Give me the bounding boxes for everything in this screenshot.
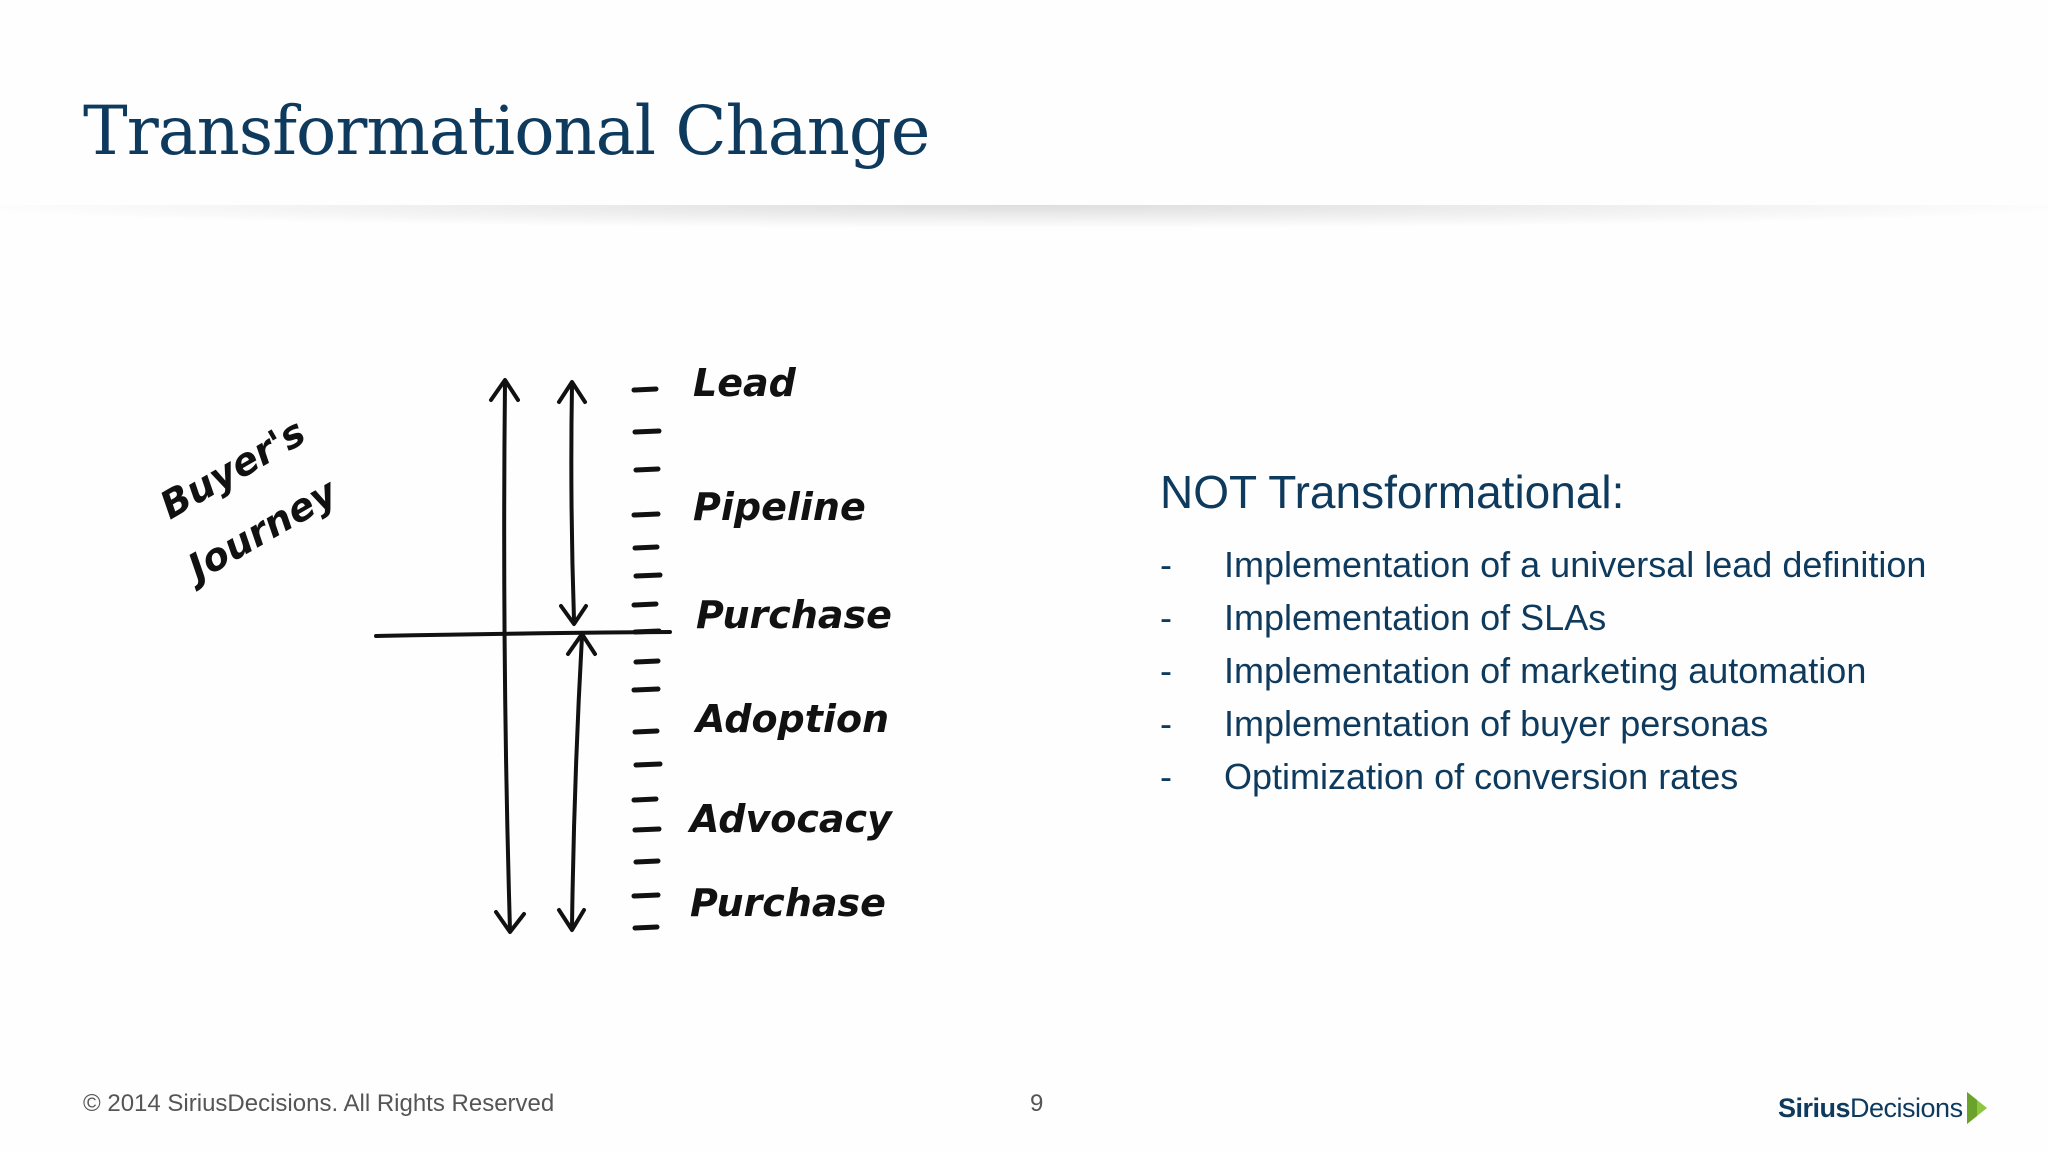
bullet-marker: - bbox=[1160, 756, 1172, 797]
tick-marks bbox=[631, 386, 663, 931]
tick-mark bbox=[633, 572, 663, 579]
tick-mark bbox=[632, 728, 660, 735]
tick-mark bbox=[633, 658, 661, 665]
list-item: - Implementation of marketing automation bbox=[1160, 644, 2020, 697]
bullet-marker: - bbox=[1160, 703, 1172, 744]
bullet-marker: - bbox=[1160, 597, 1172, 638]
tick-mark bbox=[631, 686, 661, 693]
bullet-text: Implementation of marketing automation bbox=[1224, 650, 1867, 691]
not-transformational-panel: NOT Transformational: - Implementation o… bbox=[1160, 464, 2020, 803]
list-item: - Implementation of a universal lead def… bbox=[1160, 538, 2020, 591]
bullet-marker: - bbox=[1160, 650, 1172, 691]
bullet-text: Implementation of SLAs bbox=[1224, 597, 1607, 638]
tick-mark bbox=[631, 601, 659, 608]
tick-mark bbox=[633, 761, 663, 768]
tick-mark bbox=[631, 386, 659, 393]
tick-mark bbox=[632, 924, 660, 931]
slide-title: Transformational Change bbox=[83, 92, 930, 170]
stage-label-purchase: Purchase bbox=[696, 593, 892, 637]
title-divider-shadow bbox=[0, 205, 2048, 227]
bullet-text: Optimization of conversion rates bbox=[1224, 756, 1739, 797]
siriusdecisions-logo: SiriusDecisions bbox=[1778, 1090, 1987, 1126]
purchase-divider-line bbox=[374, 630, 672, 638]
tick-mark bbox=[632, 544, 660, 551]
list-item: - Implementation of buyer personas bbox=[1160, 697, 2020, 750]
tick-mark bbox=[632, 826, 662, 833]
lower-arrow-bottom-head bbox=[557, 908, 586, 932]
list-item: - Implementation of SLAs bbox=[1160, 591, 2020, 644]
panel-heading: NOT Transformational: bbox=[1160, 466, 1625, 518]
tick-mark bbox=[632, 628, 662, 635]
logo-arrow-icon bbox=[1966, 1092, 1987, 1124]
long-arrow-bottom-head bbox=[494, 910, 526, 934]
copyright-text: © 2014 SiriusDecisions. All Rights Reser… bbox=[83, 1090, 555, 1117]
stage-label-purchase-2: Purchase bbox=[690, 881, 886, 925]
stage-label-advocacy: Advocacy bbox=[687, 797, 894, 841]
tick-mark bbox=[633, 466, 661, 473]
tick-mark bbox=[632, 428, 662, 435]
upper-arrow-top-head bbox=[557, 380, 587, 404]
upper-arrow-line bbox=[569, 382, 576, 622]
long-arrow-line bbox=[502, 380, 512, 932]
tick-mark bbox=[631, 796, 659, 803]
lower-arrow-line bbox=[570, 634, 584, 928]
bullet-text: Implementation of a universal lead defin… bbox=[1224, 544, 1927, 585]
page-number: 9 bbox=[1030, 1090, 1044, 1117]
logo-text-bold: Sirius bbox=[1778, 1092, 1851, 1123]
logo-wordmark: SiriusDecisions bbox=[1778, 1093, 1963, 1124]
tick-mark bbox=[631, 511, 661, 518]
buyers-journey-diagram: Buyer's Journey Lead Pipeline Purchase A… bbox=[150, 360, 910, 960]
stage-label-adoption: Adoption bbox=[693, 697, 889, 741]
bullet-marker: - bbox=[1160, 544, 1172, 585]
tick-mark bbox=[633, 858, 661, 865]
bullet-list: - Implementation of a universal lead def… bbox=[1160, 538, 2020, 803]
long-arrow-top-head bbox=[489, 378, 520, 402]
upper-arrow-bottom-head bbox=[559, 604, 588, 626]
list-item: - Optimization of conversion rates bbox=[1160, 750, 2020, 803]
hand-drawn-diagram: Buyer's Journey Lead Pipeline Purchase A… bbox=[153, 361, 894, 934]
stage-label-lead: Lead bbox=[693, 361, 797, 405]
tick-mark bbox=[631, 892, 661, 899]
stage-label-pipeline: Pipeline bbox=[693, 485, 866, 529]
logo-text-regular: Decisions bbox=[1850, 1092, 1963, 1123]
bullet-text: Implementation of buyer personas bbox=[1224, 703, 1769, 744]
